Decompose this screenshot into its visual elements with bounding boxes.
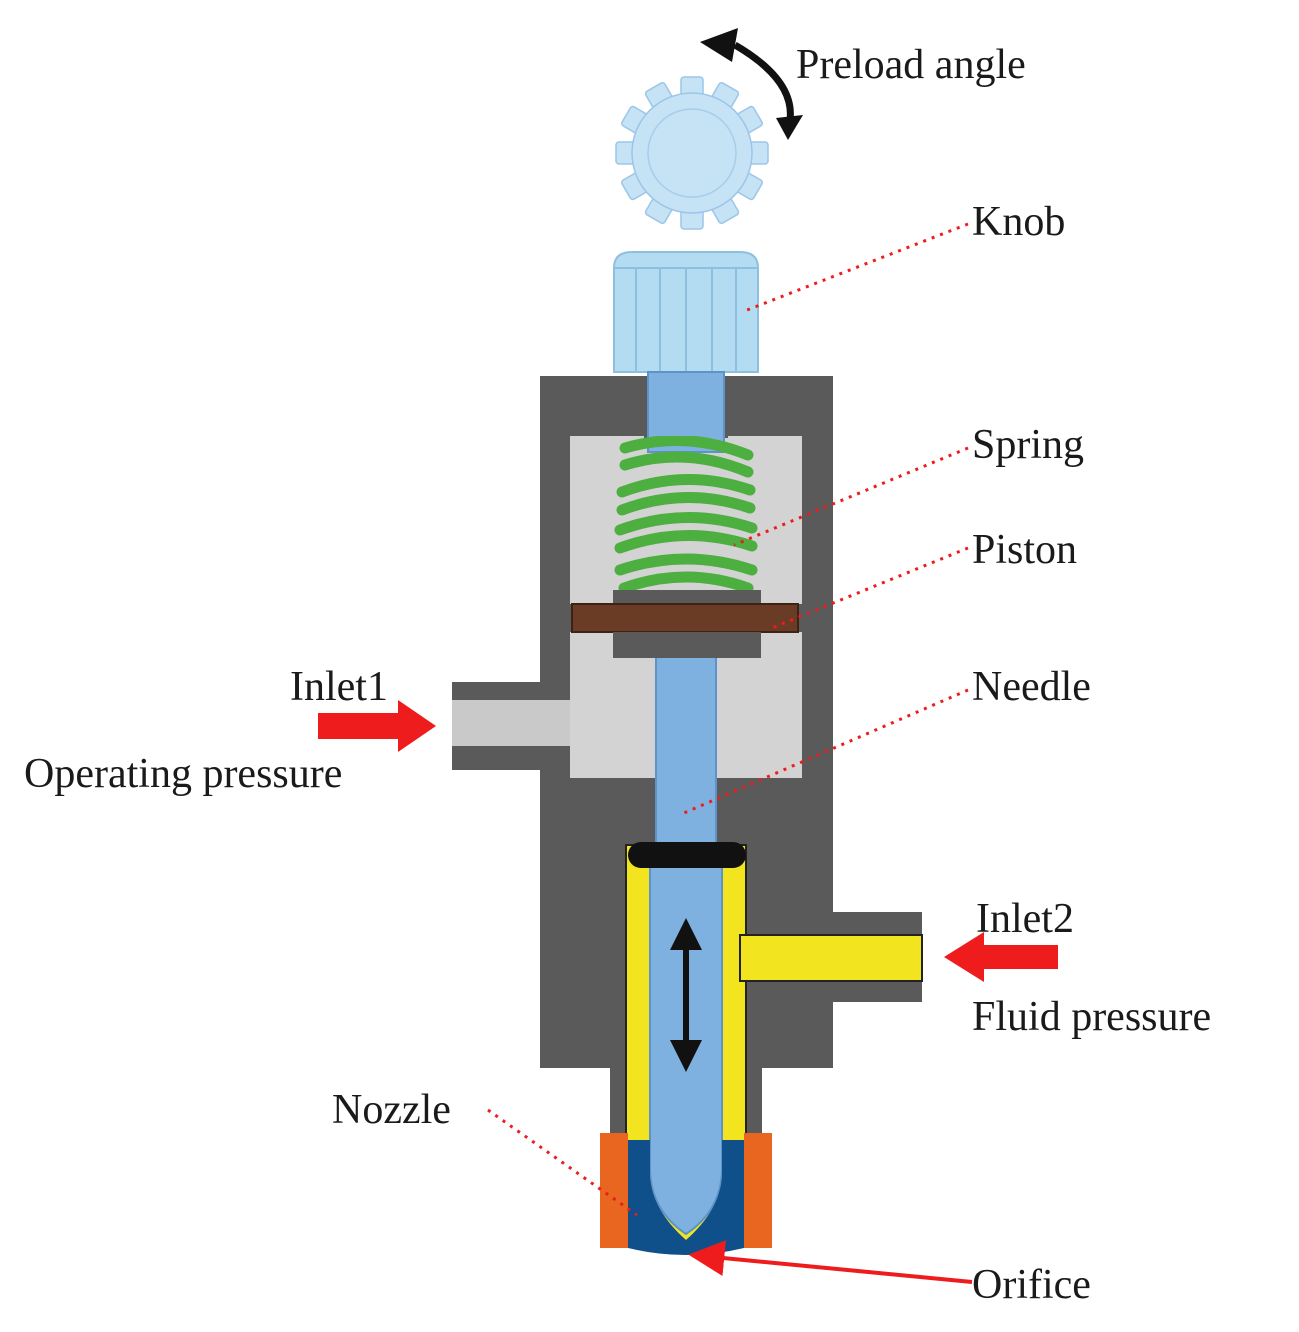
knob xyxy=(613,251,759,373)
inlet1-label: Inlet1 xyxy=(290,664,388,710)
fluid-pressure-label: Fluid pressure xyxy=(972,994,1211,1040)
piston-label: Piston xyxy=(972,527,1077,573)
gear-icon xyxy=(615,76,769,230)
vertical-double-arrow-icon xyxy=(670,918,702,1072)
orifice-label: Orifice xyxy=(972,1262,1091,1308)
inlet2-label: Inlet2 xyxy=(976,896,1074,942)
inlet2-arrow xyxy=(944,932,1058,982)
preload-angle-label: Preload angle xyxy=(796,42,1026,88)
nozzle-label: Nozzle xyxy=(332,1087,451,1133)
inlet1-arrow xyxy=(318,700,436,752)
knob-label: Knob xyxy=(972,199,1065,245)
curved-double-arrow-icon xyxy=(700,28,803,140)
orifice-leader xyxy=(688,1240,973,1284)
piston xyxy=(571,590,799,658)
operating-pressure-label: Operating pressure xyxy=(24,751,342,797)
leader-lines xyxy=(487,222,969,1217)
needle-label: Needle xyxy=(972,664,1091,710)
spring-label: Spring xyxy=(972,422,1084,468)
nozzle-assembly xyxy=(600,1133,772,1255)
spring xyxy=(614,430,758,594)
